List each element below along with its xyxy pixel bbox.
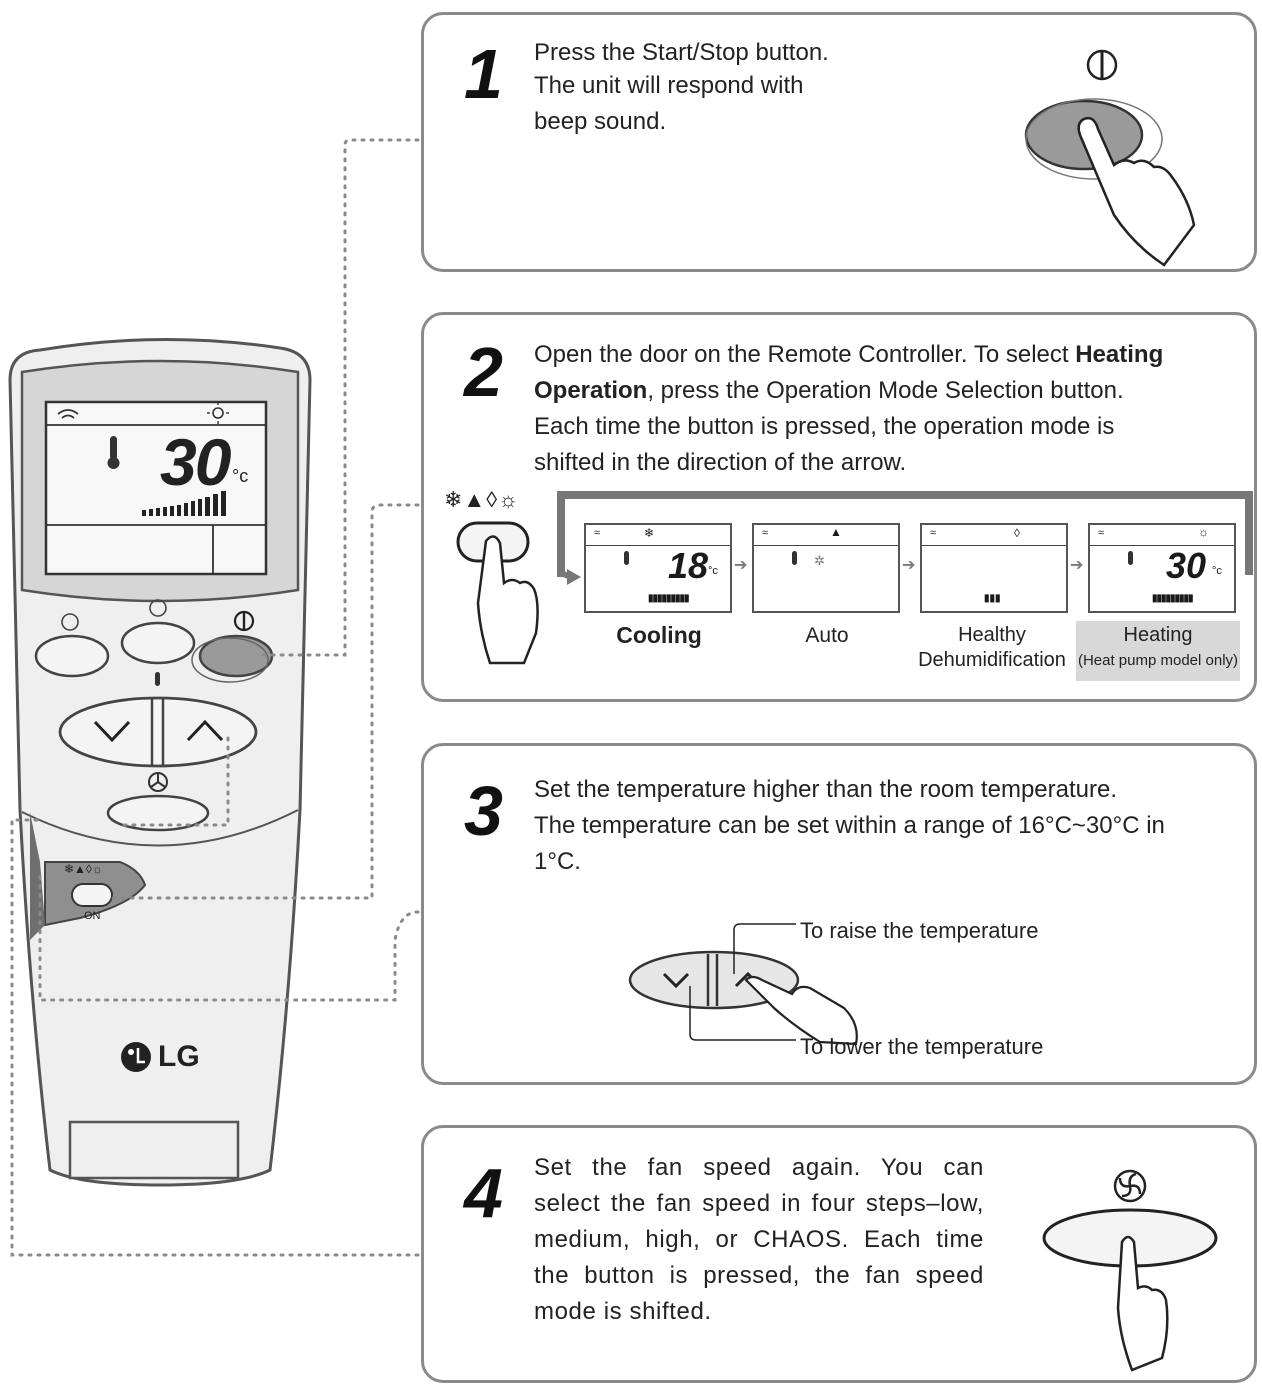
- mode-display-auto: ≈ ▲ ✲: [752, 523, 900, 613]
- step1-text: Press the Start/Stop button. The unit wi…: [534, 39, 829, 135]
- step3-panel: 3 Set the temperature higher than the ro…: [421, 743, 1257, 1085]
- step4-number: 4: [464, 1154, 503, 1232]
- mode-label-heating: Heating (Heat pump model only): [1076, 621, 1240, 681]
- step2-panel: 2 Open the door on the Remote Controller…: [421, 312, 1257, 702]
- mode-label-dehumidification: Healthy Dehumidification: [918, 624, 1066, 671]
- mode-cycle-arrow: [557, 491, 1253, 585]
- step1-number: 1: [464, 35, 503, 113]
- mode-display-heating: ≈ ☼ 30 °c ▮▮▮▮▮▮▮▮▮: [1088, 523, 1236, 613]
- fan-icon: [1113, 1169, 1147, 1203]
- step4-panel: 4 Set the fan speed again. You can selec…: [421, 1125, 1257, 1383]
- remote-lcd-unit: °c: [232, 466, 249, 486]
- hand-pointing-icon: [1116, 1235, 1169, 1372]
- mode-label-auto: Auto: [805, 624, 849, 647]
- power-icon: [1086, 49, 1118, 81]
- step2-number: 2: [464, 333, 503, 411]
- remote-on-label: ON: [84, 910, 101, 922]
- step1-panel: 1 Press the Start/Stop button. The unit …: [421, 12, 1257, 272]
- mode-display-cooling: ≈ ❄ 18 °c ▮▮▮▮▮▮▮▮▮: [584, 523, 732, 613]
- mode-arrow-1: ➔: [734, 557, 748, 574]
- start-stop-button-illustration: [1024, 49, 1196, 267]
- hand-pointing-icon: [744, 975, 858, 1046]
- remote-controller: 30 °c ❄▲◊☼ ON LG: [0, 0, 420, 1387]
- remote-body: [8, 138, 420, 1257]
- fan-button-illustration: [1042, 1169, 1218, 1372]
- lower-temperature-label: To lower the temperature: [800, 1034, 1044, 1059]
- step3-text: Set the temperature higher than the room…: [534, 776, 1165, 875]
- mode-arrow-2: ➔: [902, 557, 916, 574]
- mode-label-cooling: Cooling: [616, 622, 702, 648]
- step4-text: Set the fan speed again. You can select …: [534, 1154, 984, 1325]
- mode-arrow-3: ➔: [1070, 557, 1084, 574]
- hand-pointing-icon: [1077, 116, 1196, 267]
- mode-button-illustration: [456, 521, 539, 665]
- temperature-rocker-illustration: [628, 923, 858, 1046]
- remote-lcd-temp: 30: [160, 425, 231, 499]
- hand-pointing-icon: [476, 535, 539, 665]
- step3-number: 3: [464, 772, 503, 850]
- mode-icons: ❄▲◊☼: [444, 487, 520, 512]
- remote-brand-logo: LG: [158, 1040, 200, 1073]
- mode-display-dehumidification: ≈ ◊ ▮▮▮: [920, 523, 1068, 613]
- step2-text: Open the door on the Remote Controller. …: [534, 341, 1164, 476]
- remote-mode-icons: ❄▲◊☼: [64, 862, 103, 876]
- raise-temperature-label: To raise the temperature: [800, 918, 1039, 943]
